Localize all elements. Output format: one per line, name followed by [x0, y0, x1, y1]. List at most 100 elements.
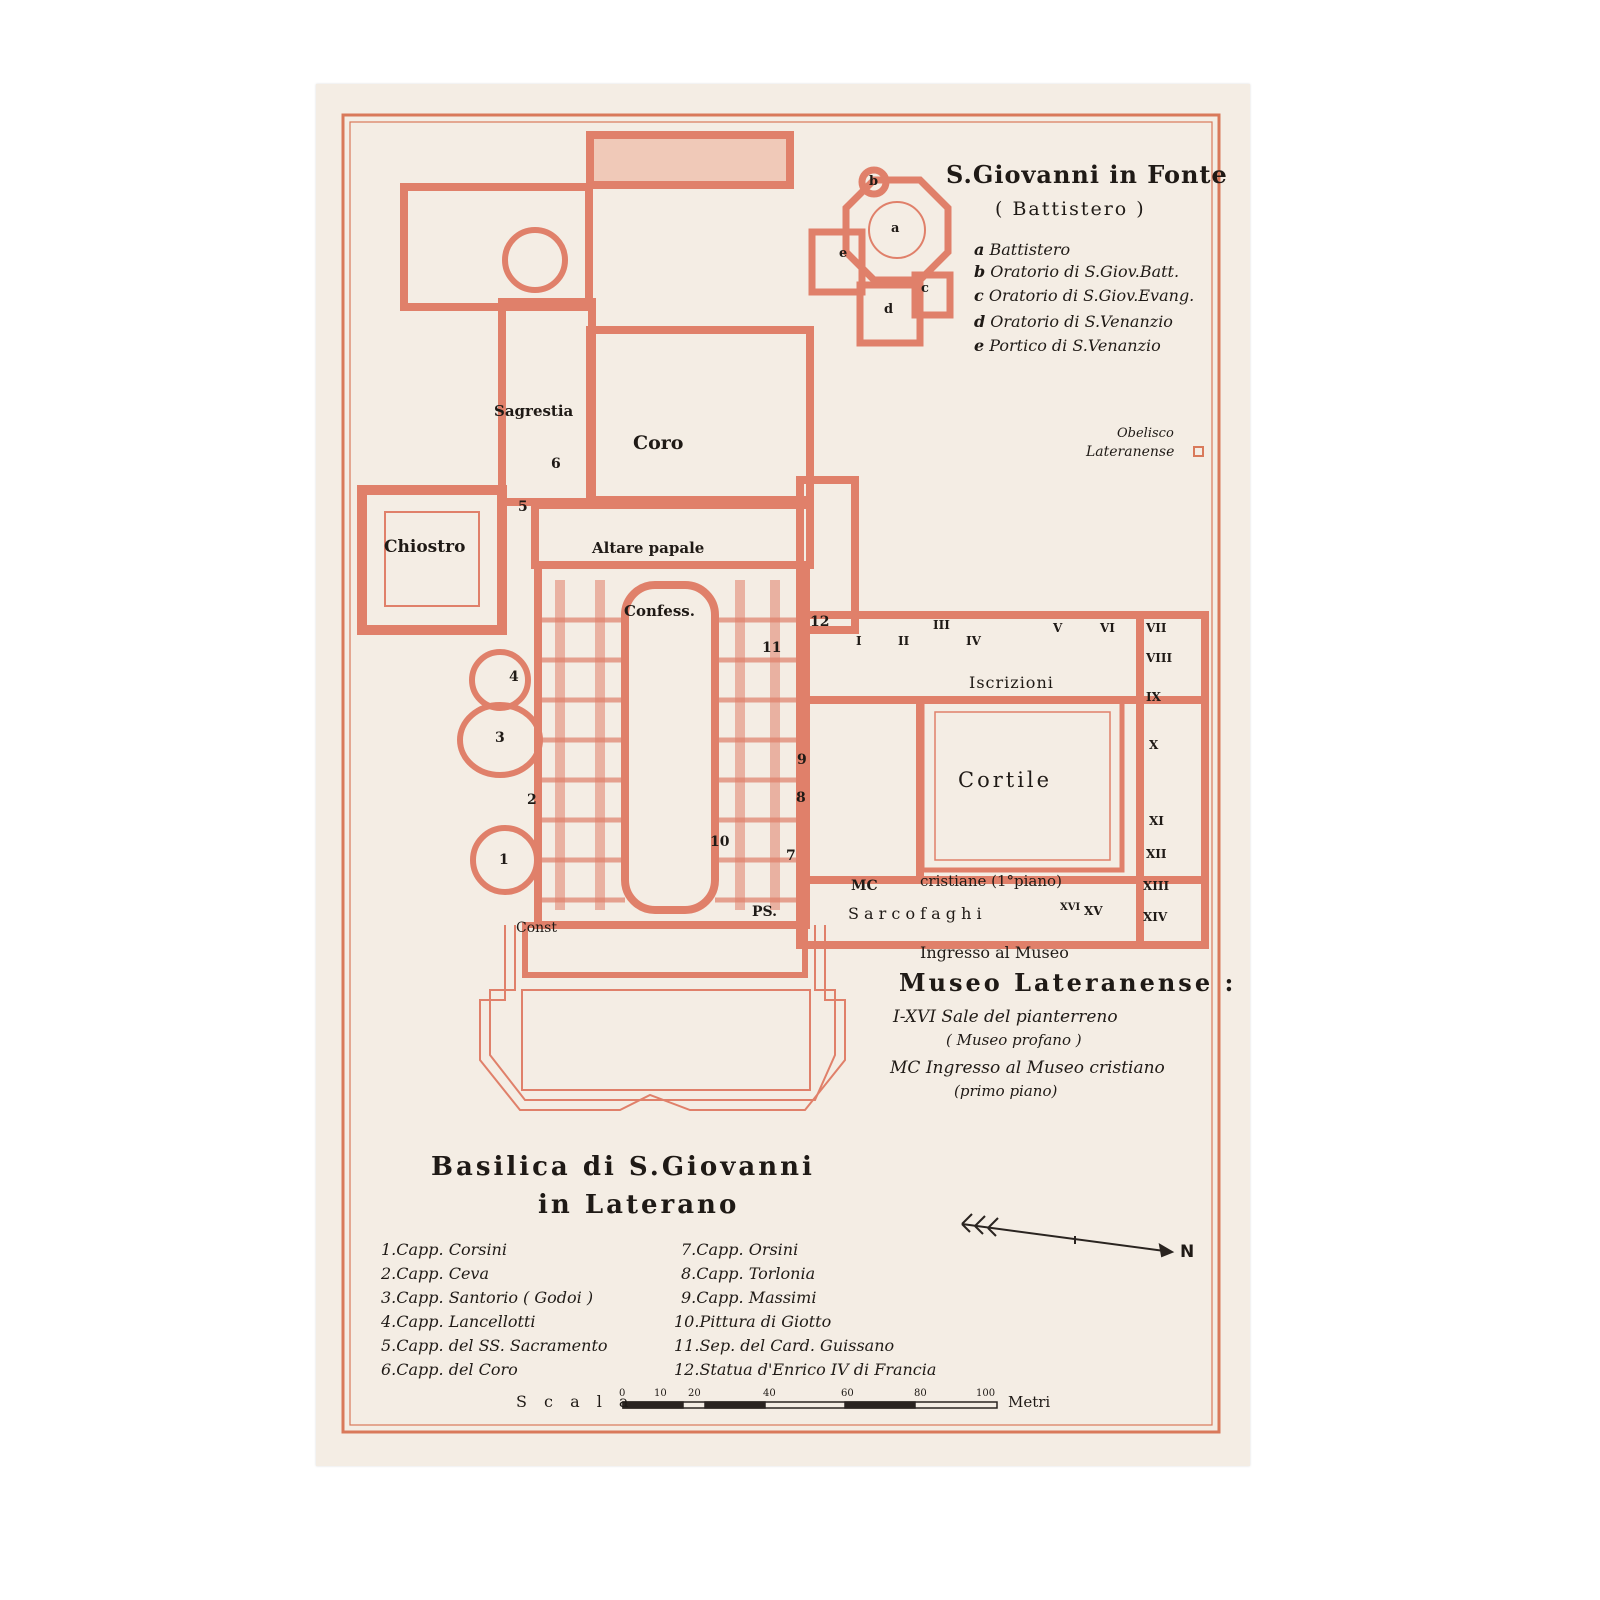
chapel-8: 8	[796, 790, 806, 806]
chapel-11: 11	[762, 640, 782, 656]
museum-south-wing	[796, 876, 1209, 949]
sala-II: II	[898, 634, 910, 648]
scale-tick-60: 60	[841, 1388, 854, 1399]
legend-4: 4.Capp. Lancellotti	[381, 1312, 536, 1331]
sala-XII: XII	[1146, 847, 1167, 861]
mark-c: c	[921, 281, 929, 296]
room-cristiane: cristiane (1°piano)	[920, 872, 1062, 890]
room-cortile: Cortile	[958, 768, 1053, 792]
room-iscrizioni: Iscrizioni	[969, 673, 1054, 692]
sala-V: V	[1053, 621, 1063, 635]
chiostro-inner	[384, 511, 480, 607]
legend-9: 9.Capp. Massimi	[681, 1288, 817, 1307]
legend-11: 11.Sep. del Card. Guissano	[674, 1336, 895, 1355]
museo-line1: I-XVI Sale del pianterreno	[893, 1007, 1118, 1027]
chapel-9: 9	[797, 752, 807, 768]
legend-1: 1.Capp. Corsini	[381, 1240, 507, 1259]
chapel-12: 12	[810, 614, 830, 630]
nave-crossbars	[540, 617, 805, 903]
sagrestia-dome	[502, 227, 568, 293]
museo-line3: MC Ingresso al Museo cristiano	[890, 1058, 1165, 1078]
north-annex	[400, 183, 593, 311]
scale-label: S c a l a	[516, 1392, 635, 1411]
legend-8: 8.Capp. Torlonia	[681, 1264, 816, 1283]
legend-2: 2.Capp. Ceva	[381, 1264, 489, 1283]
outer-frame	[341, 113, 1221, 1434]
oratorio-b	[858, 166, 890, 198]
sala-X: X	[1149, 738, 1159, 752]
sala-III: III	[933, 618, 950, 632]
baptistery-octagon	[842, 176, 952, 284]
east-corridor	[796, 476, 859, 634]
scale-tick-20: 20	[688, 1388, 701, 1399]
battistero-legend-e: e Portico di S.Venanzio	[974, 336, 1161, 355]
basilica-title-line2: in Laterano	[538, 1190, 740, 1220]
chapel-3: 3	[495, 730, 505, 746]
chapel-7: 7	[786, 848, 796, 864]
chapel-4-dome	[469, 649, 531, 711]
sala-XVI: XVI	[1060, 902, 1081, 913]
room-coro: Coro	[633, 432, 684, 454]
room-chiostro: Chiostro	[384, 537, 466, 557]
sala-VIII: VIII	[1146, 651, 1173, 665]
sala-I: I	[856, 634, 862, 648]
room-mc: MC	[851, 878, 878, 894]
nave-columns	[555, 580, 780, 910]
mark-b: b	[869, 174, 879, 189]
north-label: N	[1180, 1242, 1195, 1262]
sala-IX: IX	[1146, 690, 1161, 704]
chapel-1-dome	[470, 825, 540, 895]
sala-XI: XI	[1149, 814, 1164, 828]
sala-IV: IV	[966, 634, 981, 648]
oratorio-c	[911, 271, 954, 319]
battistero-legend-d: d Oratorio di S.Venanzio	[974, 312, 1173, 331]
chapel-10: 10	[710, 834, 730, 850]
cortile-inner	[934, 711, 1111, 861]
scale-bar	[622, 1401, 998, 1409]
portico-front	[522, 922, 808, 978]
sala-XIII: XIII	[1143, 879, 1170, 893]
chapel-6: 6	[551, 456, 561, 472]
legend-5: 5.Capp. del SS. Sacramento	[381, 1336, 608, 1355]
battistero-subtitle: ( Battistero )	[995, 198, 1146, 220]
scale-tick-10: 10	[654, 1388, 667, 1399]
north-arrow	[961, 1213, 1175, 1258]
room-ps: PS.	[752, 904, 778, 920]
museo-title: Museo Lateranense :	[899, 968, 1237, 997]
room-ingresso: Ingresso al Museo	[920, 943, 1069, 962]
scale-tick-80: 80	[914, 1388, 927, 1399]
cortile-outer	[919, 697, 1125, 873]
sala-XIV: XIV	[1143, 910, 1168, 924]
museo-line4: (primo piano)	[954, 1082, 1058, 1100]
obelisco-line1: Obelisco	[1117, 426, 1174, 441]
museo-line2: ( Museo profano )	[946, 1031, 1082, 1049]
chapel-5: 5	[518, 499, 528, 515]
mark-d: d	[884, 302, 894, 317]
room-const: Const	[516, 920, 557, 936]
inner-frame	[349, 121, 1213, 1426]
obelisco-mark	[1193, 446, 1204, 457]
scale-tick-40: 40	[763, 1388, 776, 1399]
central-nave	[621, 581, 719, 914]
museum-west-wing	[796, 696, 924, 884]
baptistery-inner	[868, 201, 926, 259]
sala-XV: XV	[1084, 904, 1103, 918]
mark-a: a	[891, 221, 900, 236]
room-altare: Altare papale	[592, 539, 705, 557]
battistero-legend-a: a Battistero	[974, 240, 1071, 259]
basilica-title-line1: Basilica di S.Giovanni	[431, 1152, 815, 1182]
legend-7: 7.Capp. Orsini	[681, 1240, 799, 1259]
mark-e: e	[839, 246, 848, 261]
chapel-3-dome	[457, 702, 543, 778]
chapel-1: 1	[499, 852, 509, 868]
scale-tick-100: 100	[976, 1388, 996, 1399]
legend-3: 3.Capp. Santorio ( Godoi )	[381, 1288, 594, 1307]
choir-block	[586, 326, 814, 504]
legend-6: 6.Capp. del Coro	[381, 1360, 518, 1379]
top-portico	[586, 131, 794, 189]
legend-10: 10.Pittura di Giotto	[674, 1312, 832, 1331]
sala-VI: VI	[1100, 621, 1115, 635]
battistero-legend-c: c Oratorio di S.Giov.Evang.	[974, 286, 1195, 305]
room-sagrestia: Sagrestia	[494, 402, 574, 420]
